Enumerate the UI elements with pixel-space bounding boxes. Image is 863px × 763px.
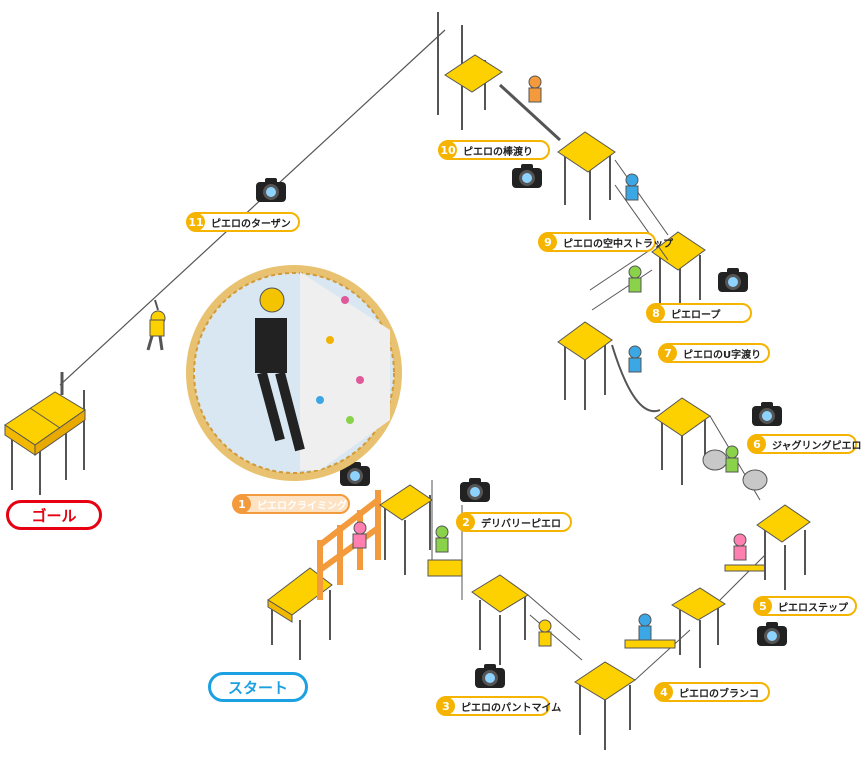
camera-icon [256, 178, 286, 202]
camera-icon [475, 664, 505, 688]
station-label-9[interactable]: 9 ピエロの空中ストラップ [538, 232, 673, 252]
station-name: ピエロのブランコ [679, 688, 759, 700]
station-number: 4 [655, 683, 673, 701]
station-name: ピエロの棒渡り [463, 146, 533, 158]
station-label-4[interactable]: 4 ピエロのブランコ [654, 682, 770, 702]
platform-4b [671, 533, 766, 668]
station-label-3[interactable]: 3 ピエロのパントマイム [436, 696, 561, 716]
camera-icon [757, 622, 787, 646]
station-name: ピエロクライミング [257, 500, 347, 512]
camera-icon [752, 402, 782, 426]
station-number: 8 [647, 304, 665, 322]
station-number: 9 [539, 233, 557, 251]
station-name: ピエロのU字渡り [683, 349, 762, 361]
goal-platform [4, 372, 86, 495]
station-label-6[interactable]: 6 ジャグリングピエロ [747, 434, 862, 454]
station-number: 10 [439, 141, 457, 159]
station-label-1[interactable]: 1 ピエロクライミング [232, 494, 350, 514]
station-number: 1 [233, 495, 251, 513]
station-label-10[interactable]: 10 ピエロの棒渡り [438, 140, 550, 160]
station-number: 3 [437, 697, 455, 715]
camera-icon [512, 164, 542, 188]
station-name: ピエロープ [671, 309, 721, 321]
station-name: ピエロの空中ストラップ [563, 238, 673, 250]
platform-7 [557, 321, 661, 413]
platform-5 [756, 504, 811, 590]
station-number: 2 [457, 513, 475, 531]
camera-icon [718, 268, 748, 292]
camera-icon [460, 478, 490, 502]
goal-label[interactable]: ゴール [6, 500, 102, 530]
station-label-8[interactable]: 8 ピエロープ [646, 303, 752, 323]
platform-9 [557, 131, 669, 261]
start-platform [267, 567, 333, 660]
station-label-7[interactable]: 7 ピエロのU字渡り [658, 343, 770, 363]
platform-2 [379, 480, 463, 600]
tarzan-child [146, 299, 166, 351]
start-label[interactable]: スタート [208, 672, 308, 702]
climbing-frame [317, 490, 381, 600]
station-name: デリバリーピエロ [481, 518, 561, 530]
station-number: 6 [748, 435, 766, 453]
platform-3 [471, 574, 583, 665]
platform-8 [589, 231, 706, 318]
platform-10 [437, 12, 562, 142]
station-name: ピエロのターザン [211, 218, 291, 230]
station-number: 5 [754, 597, 772, 615]
station-label-2[interactable]: 2 デリバリーピエロ [456, 512, 572, 532]
station-number: 7 [659, 344, 677, 362]
station-name: ジャグリングピエロ [772, 440, 862, 452]
station-name: ピエロステップ [778, 602, 848, 614]
station-label-5[interactable]: 5 ピエロステップ [753, 596, 857, 616]
station-label-11[interactable]: 11 ピエロのターザン [186, 212, 300, 232]
climbing-photo [186, 265, 402, 481]
station-name: ピエロのパントマイム [461, 702, 562, 714]
climbing-child [352, 521, 367, 549]
platform-6 [654, 397, 768, 501]
station-number: 11 [187, 213, 205, 231]
